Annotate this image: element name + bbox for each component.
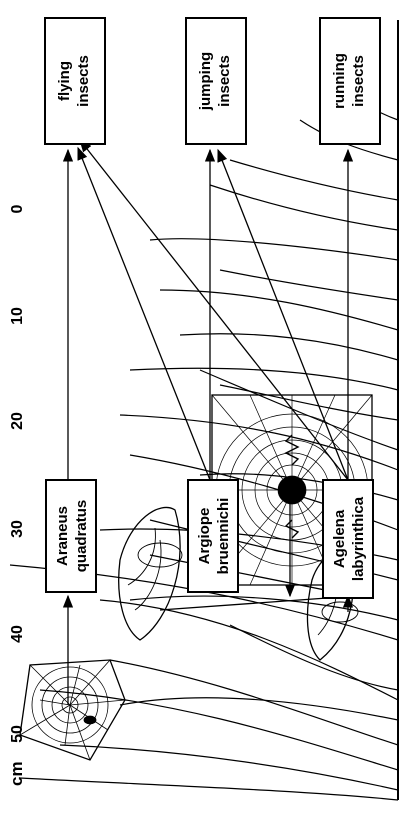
spider-box-argiope: Argiope bruennichi <box>188 480 238 592</box>
spider-argiope-species: bruennichi <box>215 498 232 575</box>
arrow-argiope-flying <box>78 148 210 480</box>
scale-tick-10: 10 <box>9 307 26 325</box>
prey-box-running: running insects <box>320 18 380 144</box>
spider-box-agelena: Agelena labyrinthica <box>323 480 373 598</box>
scale-tick-0: 0 <box>9 204 26 213</box>
scale-tick-50: 50 <box>9 725 26 743</box>
prey-flying-line2: insects <box>75 55 92 107</box>
spider-box-araneus: Araneus quadratus <box>46 480 96 592</box>
spider-agelena-genus: Agelena <box>331 509 348 568</box>
spider-argiope-genus: Argiope <box>196 508 213 565</box>
scale-tick-20: 20 <box>9 412 26 430</box>
spider-araneus-species: quadratus <box>73 500 90 573</box>
prey-arrows <box>68 140 348 480</box>
prey-jumping-line1: jumping <box>197 52 214 111</box>
spider-araneus-genus: Araneus <box>54 506 71 566</box>
prey-box-flying: flying insects <box>45 18 105 144</box>
unit-label: cm <box>7 761 26 786</box>
prey-running-line1: running <box>331 53 348 109</box>
height-scale: cm 50 40 30 20 10 0 <box>7 204 26 786</box>
scale-tick-40: 40 <box>9 625 26 643</box>
prey-box-jumping: jumping insects <box>186 18 246 144</box>
spider-agelena-species: labyrinthica <box>350 496 367 581</box>
prey-flying-line1: flying <box>56 61 73 101</box>
arrow-agelena-flying <box>80 140 348 480</box>
prey-jumping-line2: insects <box>216 55 233 107</box>
scale-tick-30: 30 <box>9 520 26 538</box>
prey-running-line2: insects <box>350 55 367 107</box>
arrow-agelena-jumping <box>218 150 348 480</box>
